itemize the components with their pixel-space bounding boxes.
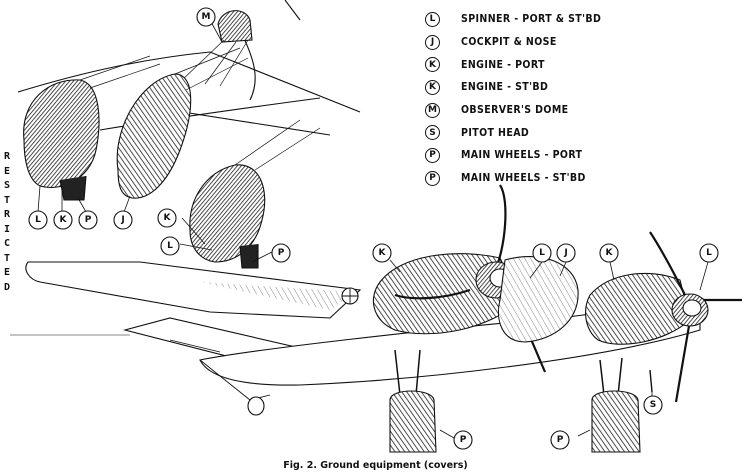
- legend-key-badge: K: [425, 79, 440, 95]
- legend-item-text: ENGINE - ST'BD: [461, 81, 549, 94]
- legend-key-badge: L: [425, 11, 440, 27]
- stbd-main-wheel-cover: [591, 390, 641, 453]
- port-engine-cover-inset: [23, 79, 100, 188]
- callout-p-port-wheel: P: [453, 430, 473, 450]
- svg-text:J: J: [563, 248, 567, 258]
- callout-l-stbd: L: [699, 243, 719, 263]
- svg-text:L: L: [167, 241, 173, 251]
- legend-item-text: MAIN WHEELS - ST'BD: [461, 172, 586, 185]
- svg-text:P: P: [557, 435, 564, 445]
- callout-l-mid: L: [160, 236, 180, 256]
- legend-item-text: PITOT HEAD: [461, 126, 530, 139]
- side-label-letter: T: [3, 194, 11, 206]
- legend-item: P MAIN WHEELS - PORT: [425, 144, 725, 167]
- callout-j-upper: J: [113, 210, 133, 230]
- legend-item: J COCKPIT & NOSE: [425, 31, 725, 54]
- callout-k-port: K: [372, 243, 392, 263]
- callout-label: M: [202, 12, 211, 22]
- port-wing: [25, 261, 362, 319]
- callout-p-upper: P: [78, 210, 98, 230]
- svg-text:P: P: [278, 248, 285, 258]
- callout-p-mid: P: [271, 243, 291, 263]
- callout-k-upper: K: [53, 210, 73, 230]
- observer-dome-cover: [217, 10, 253, 43]
- fuselage: [199, 299, 701, 386]
- side-label-letter: S: [3, 180, 11, 191]
- callout-l-port: L: [532, 243, 552, 263]
- stbd-engine-cover-inset: [189, 164, 266, 263]
- svg-text:K: K: [379, 248, 387, 258]
- legend-key-badge: P: [425, 170, 440, 186]
- callout-s-pitot: S: [643, 395, 663, 415]
- legend-item: L SPINNER - PORT & ST'BD: [425, 8, 725, 31]
- svg-text:L: L: [706, 248, 712, 258]
- legend-key-badge: S: [425, 125, 440, 141]
- legend: L SPINNER - PORT & ST'BD J COCKPIT & NOSE K E…: [425, 8, 725, 190]
- svg-text:J: J: [120, 215, 124, 225]
- inset-detail-view: [17, 0, 361, 269]
- nose-cover-inset: [116, 73, 192, 199]
- svg-text:L: L: [539, 248, 545, 258]
- stbd-spinner: [682, 299, 702, 317]
- svg-text:L: L: [35, 215, 41, 225]
- nose-cover: [497, 256, 579, 343]
- legend-item: S PITOT HEAD: [425, 121, 725, 144]
- aircraft-illustration: [10, 184, 742, 453]
- side-label-letter: E: [3, 267, 11, 278]
- legend-item-text: COCKPIT & NOSE: [461, 36, 557, 49]
- callout-k-stbd: K: [599, 243, 619, 263]
- legend-item-text: ENGINE - PORT: [461, 58, 545, 71]
- legend-key-badge: P: [425, 147, 440, 163]
- stbd-engine-cover: [585, 272, 691, 345]
- svg-text:K: K: [606, 248, 614, 258]
- figure-caption: Fig. 2. Ground equipment (covers): [283, 460, 468, 471]
- side-label-letter: T: [3, 252, 11, 264]
- legend-key-badge: M: [425, 102, 440, 118]
- legend-item-text: SPINNER - PORT & ST'BD: [461, 13, 602, 26]
- callout-l-upper: L: [28, 210, 48, 230]
- svg-text:P: P: [85, 215, 92, 225]
- legend-item: P MAIN WHEELS - ST'BD: [425, 167, 725, 190]
- callout-p-stbd-wheel: P: [550, 430, 570, 450]
- callout-j-nose: J: [556, 243, 576, 263]
- legend-item: K ENGINE - ST'BD: [425, 76, 725, 99]
- port-main-wheel-cover: [389, 390, 437, 453]
- side-label-letter: R: [3, 209, 11, 220]
- side-label-letter: E: [3, 165, 11, 177]
- legend-item: M OBSERVER'S DOME: [425, 99, 725, 122]
- legend-item-text: MAIN WHEELS - PORT: [461, 149, 583, 162]
- legend-key-badge: J: [425, 34, 440, 50]
- callout-m-top: M: [196, 7, 216, 27]
- svg-text:P: P: [460, 435, 467, 445]
- side-label-letter: R: [3, 151, 11, 162]
- legend-key-badge: K: [425, 57, 440, 73]
- callout-k-mid: K: [157, 208, 177, 228]
- svg-text:K: K: [164, 213, 172, 223]
- svg-text:K: K: [60, 215, 68, 225]
- side-label-letter: D: [3, 281, 11, 293]
- legend-item: K ENGINE - PORT: [425, 53, 725, 76]
- side-label-letter: I: [3, 223, 11, 235]
- stbd-propeller: [649, 231, 742, 403]
- side-label-letter: C: [3, 238, 11, 249]
- legend-item-text: OBSERVER'S DOME: [461, 104, 569, 117]
- svg-text:S: S: [650, 400, 656, 410]
